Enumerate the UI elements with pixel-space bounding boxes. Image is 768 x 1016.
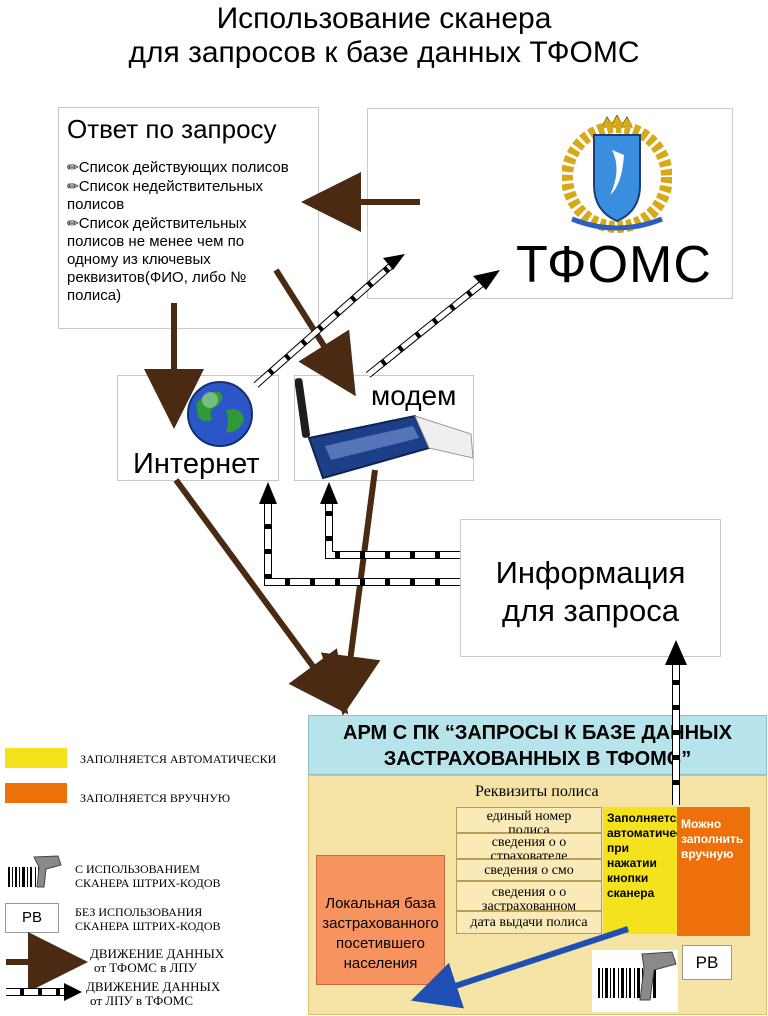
usb-modem-icon	[295, 378, 474, 480]
info-line-1: Информация	[495, 555, 686, 590]
response-item: ✏Список действительных полисов не менее …	[67, 215, 247, 304]
arm-header: АРМ С ПК “ЗАПРОСЫ К БАЗЕ ДАННЫХ ЗАСТРАХО…	[308, 715, 767, 775]
legend-pb-box: РВ	[5, 903, 59, 933]
legend-auto-swatch	[5, 748, 67, 768]
info-line-2: для запроса	[501, 593, 680, 628]
arm-title-line-1: АРМ С ПК “ЗАПРОСЫ К БАЗЕ ДАННЫХ	[343, 722, 732, 744]
barcode-scanner-icon	[592, 950, 678, 1012]
legend-auto-label: ЗАПОЛНЯЕТСЯ АВТОМАТИЧЕСКИ	[80, 752, 277, 766]
legend-noscanner-label: БЕЗ ИСПОЛЬЗОВАНИЯ СКАНЕРА ШТРИХ-КОДОВ	[75, 905, 221, 933]
field-issue-date: дата выдачи полиса	[456, 911, 602, 934]
pencil-icon: ✏	[67, 178, 79, 194]
response-item: ✏Список действующих полисов	[67, 159, 289, 176]
arrow-modem-to-arm	[320, 469, 381, 716]
title-line-1: Использование сканера	[216, 2, 552, 35]
response-box: Ответ по запросу ✏Список действующих пол…	[58, 107, 319, 329]
response-title: Ответ по запросу	[67, 114, 277, 144]
legend-manual-label: ЗАПОЛНЯЕТСЯ ВРУЧНУЮ	[80, 791, 231, 805]
legend-white-arrow	[6, 983, 82, 1001]
globe-icon	[187, 381, 253, 447]
arm-title-line-2: ЗАСТРАХОВАННЫХ В ТФОМС”	[383, 748, 692, 770]
coat-of-arms-icon	[562, 115, 672, 233]
arrow-internet-to-arm	[173, 478, 349, 715]
page-title: Использование сканера для запросов к баз…	[0, 2, 768, 70]
pb-box: РВ	[682, 945, 732, 980]
manual-fill-panel: Можно заполнить вручную	[677, 807, 750, 936]
field-insurer: сведения о о страхователе	[456, 833, 602, 864]
rekvizity-title: Реквизиты полиса	[475, 783, 599, 800]
pencil-icon: ✏	[67, 215, 79, 231]
legend-flow1-label: ДВИЖЕНИЕ ДАННЫХ от ТФОМС в ЛПУ	[90, 946, 225, 975]
legend-manual-swatch	[5, 783, 67, 803]
field-insured: сведения о о застрахованном	[456, 881, 602, 914]
field-smo: сведения о смо	[456, 859, 602, 881]
internet-box: Интернет	[117, 375, 279, 481]
tfoms-box: ТФОМС	[367, 108, 733, 299]
pencil-icon: ✏	[67, 159, 79, 175]
info-box: Информация для запроса	[460, 519, 721, 657]
legend-flow2-label: ДВИЖЕНИЕ ДАННЫХ от ЛПУ в ТФОМС	[86, 979, 221, 1008]
modem-box: модем	[294, 375, 474, 481]
title-line-2: для запросов к базе данных ТФОМС	[128, 36, 640, 69]
tfoms-label: ТФОМС	[516, 236, 712, 294]
legend-scanner-label: С ИСПОЛЬЗОВАНИЕМ СКАНЕРА ШТРИХ-КОДОВ	[75, 862, 221, 890]
response-item: ✏Список недействительных полисов	[67, 178, 263, 213]
legend-scanner-icon	[8, 855, 62, 888]
response-list: ✏Список действующих полисов ✏Список неде…	[67, 158, 295, 305]
info-text: Информация для запроса	[461, 554, 720, 630]
field-policy-number: единый номер полиса	[456, 807, 602, 838]
auto-fill-panel: Заполняется автоматически при нажатии кн…	[603, 807, 696, 934]
internet-label: Интернет	[133, 448, 260, 480]
local-database-box: Локальная база застрахованного посетивше…	[316, 855, 445, 985]
